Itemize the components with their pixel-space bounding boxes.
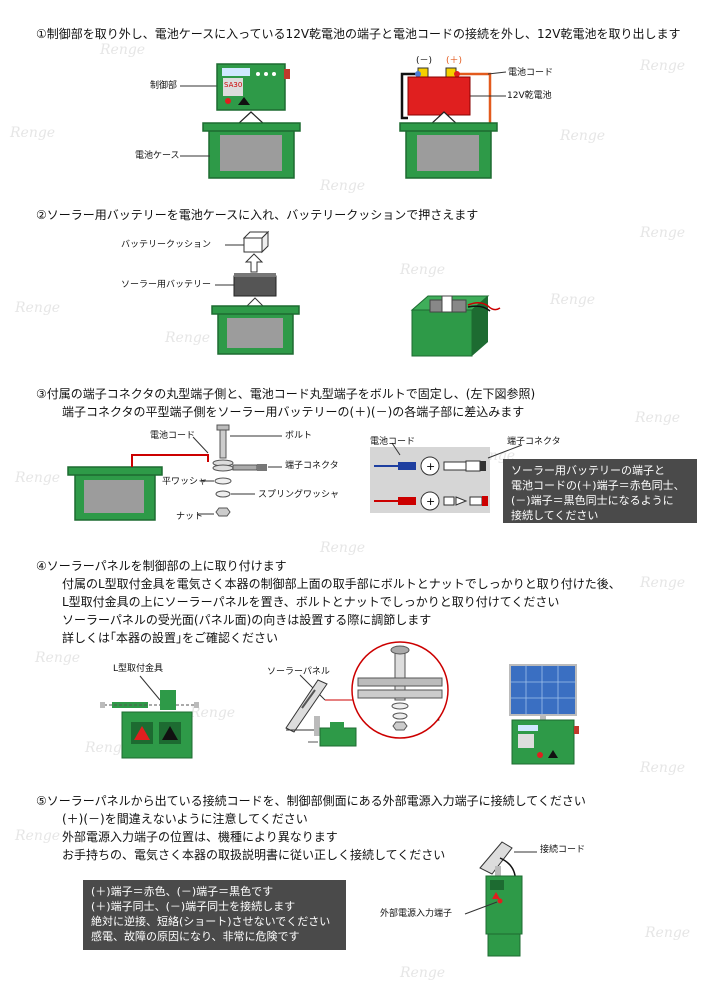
warning-line: 絶対に逆接、短絡(ショート)させないでください [91, 915, 331, 928]
watermark: Renge [35, 650, 81, 666]
watermark: Renge [550, 292, 596, 308]
label-control-unit: 制御部 [150, 81, 178, 91]
step4-line: L型取付金具の上にソーラーパネルを置き、ボルトとナットでしっかりと取り付けてくだ… [62, 595, 560, 609]
safety-warning-box: (＋)端子＝赤色、(－)端子＝黒色です (＋)端子同士、(－)端子同士を接続しま… [83, 880, 346, 950]
label-nut: ナット [176, 512, 204, 522]
step5-line: 外部電源入力端子の位置は、機種により異なります [62, 830, 338, 844]
step5-line: お手持ちの、電気さく本器の取扱説明書に従い正しく接続してください [62, 848, 446, 862]
watermark: Renge [635, 410, 681, 426]
step3-title-line1: ③付属の端子コネクタの丸型端子側と、電池コード丸型端子をボルトで固定し、(左下図… [36, 387, 536, 401]
step5-title: ⑤ソーラーパネルから出ている接続コードを、制御部側面にある外部電源入力端子に接続… [36, 794, 586, 808]
watermark: Renge [15, 828, 61, 844]
label-flat-washer: 平ワッシャ [162, 477, 208, 487]
watermark: Renge [640, 575, 686, 591]
step4-title: ④ソーラーパネルを制御部の上に取り付けます [36, 559, 287, 573]
note-line: ソーラー用バッテリーの端子と [511, 464, 665, 477]
step5-line: (＋)(－)を間違えないように注意してください [62, 812, 308, 826]
model-label: SA30 [224, 81, 243, 89]
note-line: 電池コードの(＋)端子＝赤色同士、 [511, 479, 685, 492]
label-12v-battery: 12V乾電池 [507, 91, 552, 101]
warning-line: 感電、故障の原因になり、非常に危険です [91, 930, 300, 943]
watermark: Renge [10, 125, 56, 141]
label-battery-cord-2: 電池コード [370, 437, 416, 447]
watermark: Renge [640, 58, 686, 74]
watermark: Renge [15, 470, 61, 486]
step2-title: ②ソーラー用バッテリーを電池ケースに入れ、バッテリークッションで押さえます [36, 208, 479, 222]
watermark: Renge [640, 760, 686, 776]
label-battery-cord: 電池コード [508, 68, 554, 78]
label-solar-battery: ソーラー用バッテリー [121, 280, 212, 290]
watermark: Renge [165, 330, 211, 346]
polarity-note-box: ソーラー用バッテリーの端子と 電池コードの(＋)端子＝赤色同士、 (－)端子＝黒… [503, 459, 697, 523]
label-solar-panel: ソーラーパネル [267, 667, 330, 677]
label-battery-cushion: バッテリークッション [121, 240, 212, 250]
watermark: Renge [85, 740, 131, 756]
watermark: Renge [560, 128, 606, 144]
step3-title-line2: 端子コネクタの平型端子側をソーラー用バッテリーの(＋)(－)の各端子部に差込みま… [62, 405, 525, 419]
step1-title: ①制御部を取り外し、電池ケースに入っている12V乾電池の端子と電池コードの接続を… [36, 27, 681, 41]
step4-line: ソーラーパネルの受光面(パネル面)の向きは設置する際に調節します [62, 613, 432, 627]
label-minus: (－) [416, 56, 433, 66]
watermark: Renge [640, 225, 686, 241]
label-l-bracket: L型取付金具 [113, 664, 164, 674]
warning-line: (＋)端子同士、(－)端子同士を接続します [91, 900, 296, 913]
label-battery-case: 電池ケース [135, 151, 180, 161]
svg-text:+: + [426, 495, 435, 508]
label-external-input: 外部電源入力端子 [380, 909, 453, 919]
watermark: Renge [190, 705, 236, 721]
watermark: Renge [400, 965, 446, 981]
watermark: Renge [100, 42, 146, 58]
label-battery-cord: 電池コード [150, 431, 196, 441]
label-connection-cord: 接続コード [540, 845, 586, 855]
step4-line: 詳しくは｢本器の設置｣をご確認ください [62, 631, 279, 645]
watermark: Renge [320, 178, 366, 194]
label-bolt: ボルト [285, 431, 313, 441]
watermark: Renge [320, 540, 366, 556]
note-line: (－)端子＝黒色同士になるように [511, 494, 674, 507]
warning-line: (＋)端子＝赤色、(－)端子＝黒色です [91, 885, 274, 898]
label-spring-washer: スプリングワッシャ [258, 490, 340, 500]
watermark: Renge [645, 925, 691, 941]
watermark: Renge [400, 262, 446, 278]
label-terminal-connector: 端子コネクタ [285, 461, 339, 471]
label-zoom: 拡大図 [413, 713, 441, 723]
watermark: Renge [15, 300, 61, 316]
svg-text:+: + [426, 460, 435, 473]
label-terminal-connector-2: 端子コネクタ [507, 437, 561, 447]
label-plus: (＋) [446, 56, 463, 66]
note-line: 接続してください [511, 509, 599, 522]
step4-line: 付属のL型取付金具を電気さく本器の制御部上面の取手部にボルトとナットでしっかりと… [62, 577, 621, 591]
